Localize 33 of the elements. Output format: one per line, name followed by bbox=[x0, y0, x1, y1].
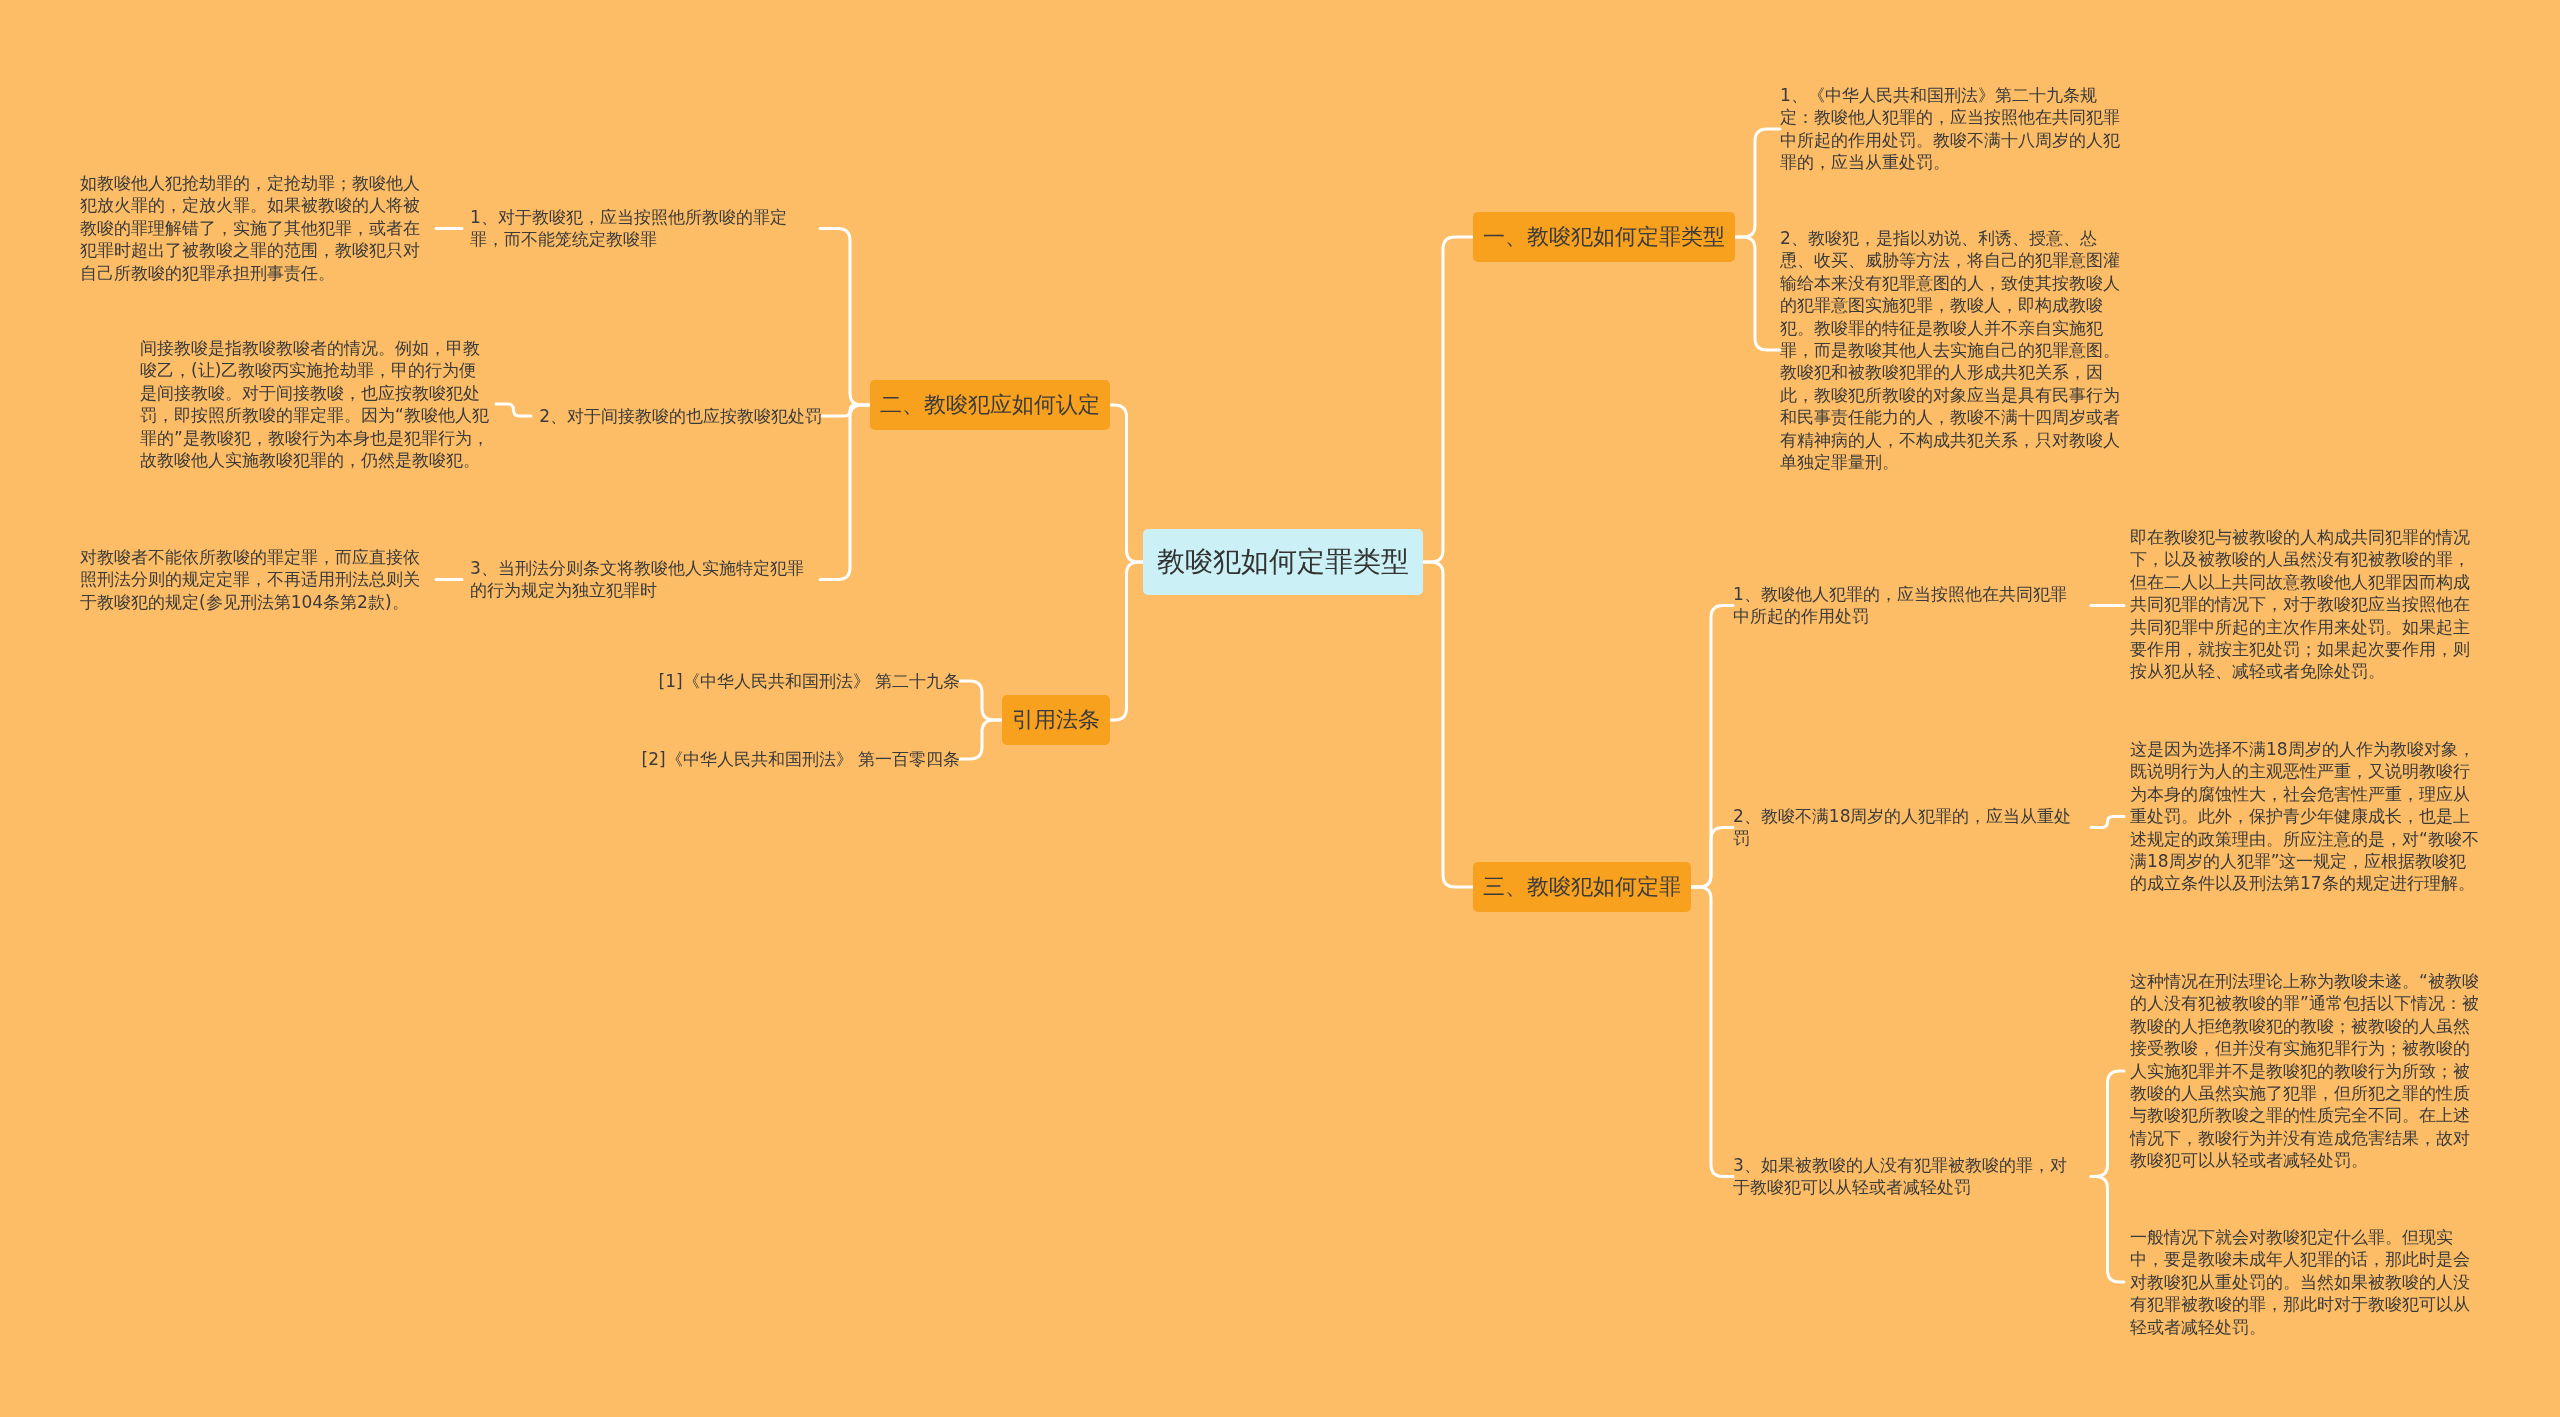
citation-text: [2]《中华人民共和国刑法》 第一百零四条 bbox=[641, 748, 960, 771]
connector-line bbox=[1108, 560, 1145, 722]
connector-line bbox=[818, 403, 872, 581]
branch-topic-box: 引用法条 bbox=[1002, 695, 1110, 745]
connector-line bbox=[434, 578, 464, 581]
topic-text: 1、《中华人民共和国刑法》第二十九条规定：教唆他人犯罪的，应当按照他在共同犯罪中所起的作用处罚。教唆不满十八周岁的人犯罪的，应当从重处罚。 bbox=[1780, 84, 2130, 174]
connector-line bbox=[958, 718, 1004, 761]
topic-text: 这是因为选择不满18周岁的人作为教唆对象，既说明行为人的主观恶性严重，又说明教唆行为本身的腐蚀性大，社会危害性严重，理应从重处罚。此外，保护青少年健康成长，也是上述规定的政策理由。所应注意的是，对“教唆不满18周岁的人犯罪”这一规定，应根据教唆犯的成立条件以及刑法第17条的规定进行理解。 bbox=[2130, 738, 2480, 895]
topic-text: 间接教唆是指教唆教唆者的情况。例如，甲教唆乙，(让)乙教唆丙实施抢劫罪，甲的行为便是间接教唆。对于间接教唆，也应按教唆犯处罚，即按照所教唆的罪定罪。因为“教唆他人犯罪的”是教唆犯，教唆行为本身也是犯罪行为，故教唆他人实施教唆犯罪的，仍然是教唆犯。 bbox=[140, 337, 490, 472]
topic-text: 对教唆者不能依所教唆的罪定罪，而应直接依照刑法分则的规定定罪，不再适用刑法总则关于教唆犯的规定(参见刑法第104条第2款)。 bbox=[80, 546, 430, 614]
branch-topic-box: 一、教唆犯如何定罪类型 bbox=[1473, 212, 1735, 262]
topic-text: 一般情况下就会对教唆犯定什么罪。但现实中，要是教唆未成年人犯罪的话，那此时是会对教唆犯从重处罚的。当然如果被教唆的人没有犯罪被教唆的罪，那此时对于教唆犯可以从轻或者减轻处罚。 bbox=[2130, 1226, 2480, 1339]
topic-text: 3、当刑法分则条文将教唆他人实施特定犯罪的行为规定为独立犯罪时 bbox=[470, 557, 820, 602]
topic-text: 1、对于教唆犯，应当按照他所教唆的罪定罪，而不能笼统定教唆罪 bbox=[470, 206, 820, 251]
citation-text: [1]《中华人民共和国刑法》 第二十九条 bbox=[658, 670, 960, 693]
connector-line bbox=[434, 227, 464, 230]
topic-text: 2、对于间接教唆的也应按教唆犯处罚 bbox=[539, 405, 822, 428]
topic-text: 2、教唆犯，是指以劝说、利诱、授意、怂恿、收买、威胁等方法，将自己的犯罪意图灌输给本来没有犯罪意图的人，致使其按教唆人的犯罪意图实施犯罪，教唆人，即构成教唆犯。教唆罪的特征是教唆人并不亲自实施犯罪，而是教唆其他人去实施自己的犯罪意图。教唆犯和被教唆犯罪的人形成共犯关系，因此，教唆犯所教唆的对象应当是具有民事行为和民事责任能力的人，教唆不满十四周岁或者有精神病的人，不构成共犯关系，只对教唆人单独定罪量刑。 bbox=[1780, 227, 2130, 474]
branch-topic-box: 三、教唆犯如何定罪 bbox=[1473, 862, 1691, 912]
connector-line bbox=[1689, 885, 1735, 1178]
topic-text: 2、教唆不满18周岁的人犯罪的，应当从重处罚 bbox=[1733, 805, 2083, 850]
topic-text: 3、如果被教唆的人没有犯罪被教唆的罪，对于教唆犯可以从轻或者减轻处罚 bbox=[1733, 1154, 2083, 1199]
topic-text: 即在教唆犯与被教唆的人构成共同犯罪的情况下，以及被教唆的人虽然没有犯被教唆的罪，但在二人以上共同故意教唆他人犯罪因而构成共同犯罪的情况下，对于教唆犯应当按照他在共同犯罪中所起的主次作用来处罚。如果起主要作用，就按主犯处罚；如果起次要作用，则按从犯从轻、减轻或者免除处罚。 bbox=[2130, 526, 2480, 683]
connector-line bbox=[494, 402, 533, 418]
connector-line bbox=[1421, 560, 1475, 889]
connector-line bbox=[1733, 235, 1782, 352]
connector-line bbox=[2089, 604, 2126, 607]
topic-text: 1、教唆他人犯罪的，应当按照他在共同犯罪中所起的作用处罚 bbox=[1733, 583, 2083, 628]
topic-text: 如教唆他人犯抢劫罪的，定抢劫罪；教唆他人犯放火罪的，定放火罪。如果被教唆的人将被教唆的罪理解错了，实施了其他犯罪，或者在犯罪时超出了被教唆之罪的范围，教唆犯只对自己所教唆的犯罪承担刑事责任。 bbox=[80, 172, 430, 285]
connector-line bbox=[2089, 815, 2126, 829]
topic-text: 这种情况在刑法理论上称为教唆未遂。“被教唆的人没有犯被教唆的罪”通常包括以下情况：被教唆的人拒绝教唆犯的教唆；被教唆的人虽然接受教唆，但并没有实施犯罪行为；被教唆的人实施犯罪并不是教唆犯的教唆行为所致；被教唆的人虽然实施了犯罪，但所犯之罪的性质与教唆犯所教唆之罪的性质完全不同。在上述情况下，教唆行为并没有造成危害结果，故对教唆犯可以从轻或者减轻处罚。 bbox=[2130, 970, 2480, 1172]
central-topic-box: 教唆犯如何定罪类型 bbox=[1143, 529, 1423, 595]
branch-topic-box: 二、教唆犯应如何认定 bbox=[870, 380, 1110, 430]
